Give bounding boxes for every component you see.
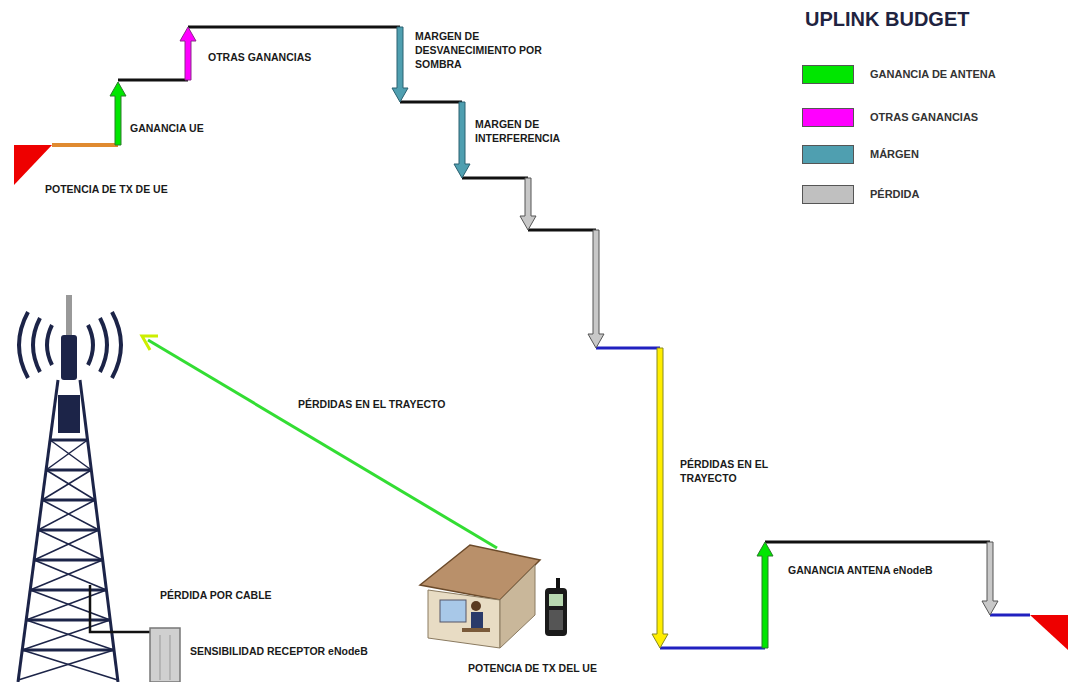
path-loss-arrow [148,340,497,548]
legend-swatch [802,108,854,127]
tower-platform [58,395,80,433]
arrow-head [142,336,158,350]
tower-rung [30,589,106,592]
tower-brace [34,560,106,590]
tower-brace [46,440,87,470]
budget-arrow [757,542,773,648]
tower-brace [30,590,110,620]
budget-arrow [454,102,470,178]
legend-swatch [802,145,854,164]
budget-label: OTRAS GANANCIAS [208,50,311,64]
house [420,545,540,648]
budget-level [765,541,990,544]
tower-brace [50,440,91,470]
budget-label: PÉRDIDA POR CABLE [160,588,272,602]
budget-arrow [588,230,604,348]
mast [66,295,72,337]
tx-power-marker [14,145,52,185]
rx-sensitivity-marker [1030,615,1068,650]
budget-level [52,143,118,147]
tower-brace [22,620,110,650]
legend-swatch [802,65,854,84]
budget-arrow [180,27,196,80]
tower-rung [22,649,114,652]
legend-swatch [802,185,854,204]
budget-arrow [110,82,126,145]
budget-arrow [982,542,998,615]
legend-text: OTRAS GANANCIAS [870,111,978,123]
budget-staircase [52,27,1030,648]
budget-label: POTENCIA DE TX DE UE [45,182,168,196]
mobile-phone [545,578,567,636]
budget-label: PÉRDIDAS EN EL TRAYECTO [298,397,445,411]
tower-brace [22,650,118,680]
budget-arrow [520,178,536,230]
tower-brace [34,530,99,560]
receiver-cabinet [150,628,180,682]
budget-level [400,101,462,104]
legend-text: GANANCIA DE ANTENA [870,68,996,80]
feeder-cable [90,585,150,632]
tower-rung [50,439,87,442]
tower-rung [42,499,95,502]
tower-brace [18,650,114,680]
lattice-tower [18,380,118,682]
tower-brace [42,470,91,500]
tower-brace [42,500,99,530]
legend-text: MÁRGEN [870,148,919,160]
budget-label: MARGEN DE INTERFERENCIA [475,117,575,145]
budget-level [118,79,188,82]
tower-rung [38,529,99,532]
budget-label: GANANCIA ANTENA eNodeB [788,563,933,577]
tower-brace [38,530,103,560]
tower-brace [30,560,102,590]
budget-arrow [392,27,408,102]
tower-rung [46,469,91,472]
legend-text: PÉRDIDA [870,188,920,200]
budget-label: MARGEN DE DESVANECIMIENTO POR SOMBRA [415,29,565,71]
tower-brace [26,590,106,620]
tower-rung [34,559,102,562]
budget-arrow [652,348,668,648]
tower-rung [26,619,110,622]
budget-level [660,647,765,650]
budget-label: PÉRDIDAS EN EL TRAYECTO [680,457,780,485]
budget-label: POTENCIA DE TX DEL UE [468,661,597,675]
budget-label: SENSIBILIDAD RECEPTOR eNodeB [190,644,368,658]
budget-level [596,347,660,350]
tower-brace [26,620,114,650]
tower-brace [46,470,95,500]
antenna [61,335,77,380]
budget-label: GANANCIA UE [130,121,204,135]
budget-level [990,614,1030,617]
diagram-title: UPLINK BUDGET [805,8,969,31]
budget-level [462,177,528,180]
budget-level [188,26,400,29]
tower-brace [38,500,95,530]
budget-level [528,229,596,232]
